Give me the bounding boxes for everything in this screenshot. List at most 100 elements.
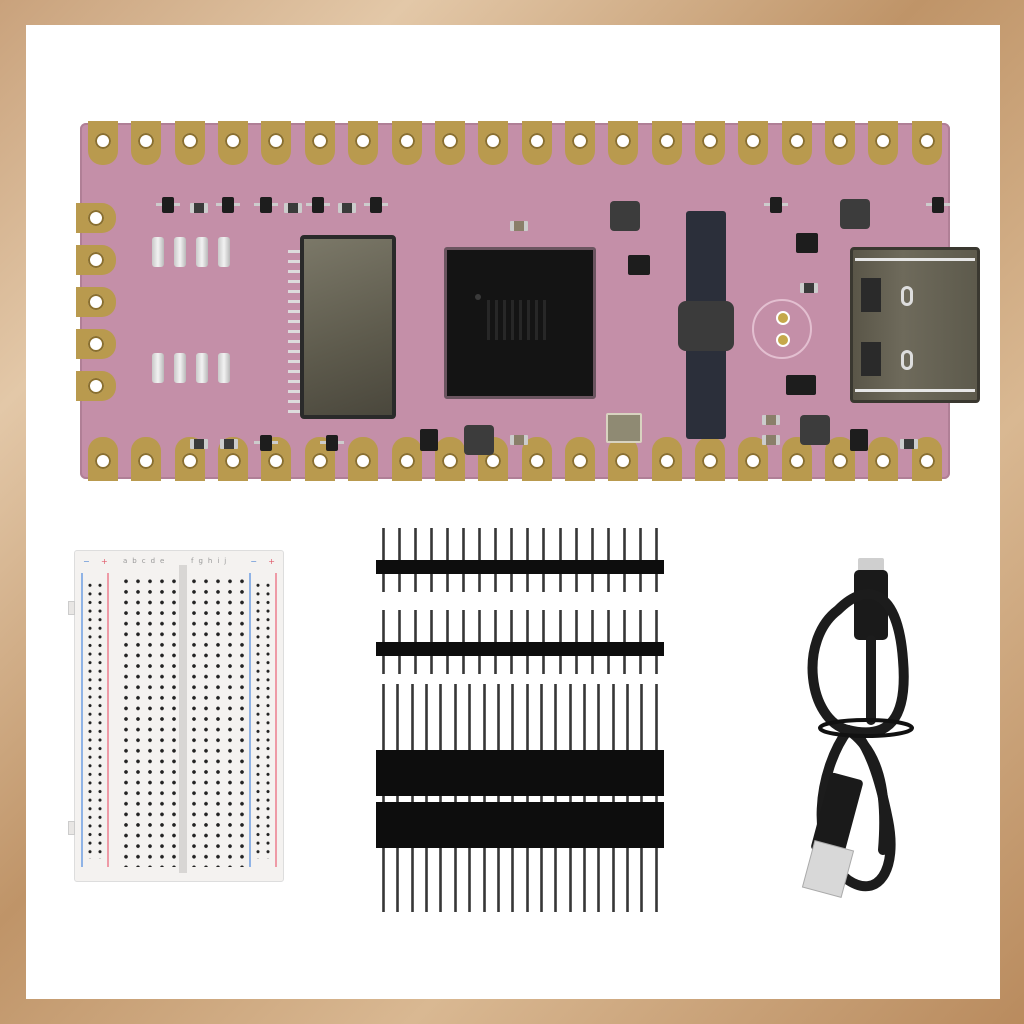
header-pin bbox=[583, 684, 587, 912]
header-pin bbox=[511, 684, 515, 912]
male-pin-header bbox=[376, 610, 664, 674]
castellated-pad bbox=[76, 329, 116, 359]
header-pin bbox=[453, 684, 457, 912]
power-rail-left bbox=[79, 573, 111, 867]
crystal-oscillator bbox=[606, 413, 642, 443]
castellated-pad bbox=[521, 121, 552, 165]
castellated-pad bbox=[695, 437, 726, 481]
castellated-pad bbox=[651, 437, 682, 481]
header-pin bbox=[425, 684, 429, 912]
header-pin bbox=[468, 684, 472, 912]
breadboard-tab bbox=[68, 601, 75, 615]
header-pin bbox=[496, 684, 500, 912]
castellated-pad bbox=[478, 121, 509, 165]
transistor bbox=[764, 197, 788, 213]
minus-label: − bbox=[250, 557, 257, 566]
header-pin bbox=[439, 684, 443, 912]
breadboard-tab bbox=[68, 821, 75, 835]
capacitor bbox=[338, 203, 356, 213]
male-pin-header bbox=[376, 528, 664, 592]
castellated-pad bbox=[76, 371, 116, 401]
header-pin bbox=[396, 684, 400, 912]
castellated-pad bbox=[738, 121, 769, 165]
minus-label: − bbox=[83, 557, 90, 566]
capacitor bbox=[762, 435, 780, 445]
inductor bbox=[840, 199, 870, 229]
transistor bbox=[364, 197, 388, 213]
castellated-pad bbox=[131, 121, 162, 165]
ic bbox=[850, 429, 868, 451]
castellated-pad bbox=[76, 287, 116, 317]
capacitor bbox=[900, 439, 918, 449]
castellated-pad bbox=[131, 437, 162, 481]
mounting-hole bbox=[752, 299, 812, 359]
castellated-pad bbox=[218, 437, 249, 481]
castellated-pad bbox=[304, 121, 335, 165]
terminal-strip-left bbox=[119, 573, 181, 867]
ic bbox=[628, 255, 650, 275]
castellated-pad bbox=[695, 121, 726, 165]
center-channel bbox=[179, 565, 187, 873]
chip-marking bbox=[487, 300, 547, 340]
castellated-pad bbox=[608, 437, 639, 481]
transistor bbox=[254, 435, 278, 451]
transistor bbox=[926, 197, 950, 213]
usb-a-plug bbox=[811, 772, 863, 858]
microsd-pins bbox=[288, 243, 300, 413]
microsd-slot bbox=[300, 235, 396, 419]
castellated-pad bbox=[564, 437, 595, 481]
side-castellated-pads bbox=[76, 203, 116, 401]
mini-breadboard: − + − + abcde fghij bbox=[68, 550, 284, 882]
castellated-pad bbox=[608, 121, 639, 165]
dev-board bbox=[76, 121, 980, 481]
header-pin bbox=[554, 684, 558, 912]
castellated-pad bbox=[88, 437, 118, 481]
header-pin bbox=[382, 684, 385, 912]
female-header-body bbox=[376, 802, 664, 848]
castellated-pad bbox=[825, 437, 856, 481]
castellated-pad bbox=[781, 121, 812, 165]
header-pin bbox=[482, 684, 486, 912]
ic bbox=[796, 233, 818, 253]
capacitor bbox=[510, 221, 528, 231]
plus-label: + bbox=[268, 557, 275, 566]
inductor bbox=[800, 415, 830, 445]
column-letters-left: abcde bbox=[123, 557, 170, 565]
main-chip bbox=[444, 247, 596, 399]
capacitor bbox=[220, 439, 238, 449]
plus-label: + bbox=[101, 557, 108, 566]
capacitor bbox=[190, 203, 208, 213]
castellated-pad bbox=[348, 437, 379, 481]
top-castellated-pads bbox=[88, 121, 942, 165]
castellated-pad bbox=[911, 121, 942, 165]
usb-c-port bbox=[850, 247, 980, 403]
smd-pad-group-bottom bbox=[152, 353, 230, 383]
transistor bbox=[156, 197, 180, 213]
castellated-pad bbox=[218, 121, 249, 165]
castellated-pad bbox=[76, 203, 116, 233]
regulator-ic bbox=[786, 375, 816, 395]
power-rail-right bbox=[247, 573, 279, 867]
usb-a-connector bbox=[801, 840, 855, 898]
capacitor bbox=[510, 435, 528, 445]
usb-cable bbox=[801, 558, 914, 898]
castellated-pad bbox=[825, 121, 856, 165]
capacitor bbox=[762, 415, 780, 425]
castellated-pad bbox=[174, 121, 205, 165]
castellated-pad bbox=[434, 121, 465, 165]
header-pin bbox=[539, 684, 543, 912]
header-pin bbox=[525, 684, 529, 912]
header-pin bbox=[597, 684, 601, 912]
header-pin bbox=[410, 684, 414, 912]
ic bbox=[420, 429, 438, 451]
terminal-strip-right bbox=[187, 573, 249, 867]
castellated-pad bbox=[868, 121, 899, 165]
transistor bbox=[216, 197, 240, 213]
flex-connector bbox=[678, 211, 734, 439]
female-pin-headers bbox=[376, 684, 664, 912]
transistor bbox=[320, 435, 344, 451]
usb-c-plug bbox=[854, 570, 888, 640]
cable-tie bbox=[818, 718, 914, 738]
pin1-marker bbox=[475, 294, 481, 300]
header-pin bbox=[626, 684, 630, 912]
